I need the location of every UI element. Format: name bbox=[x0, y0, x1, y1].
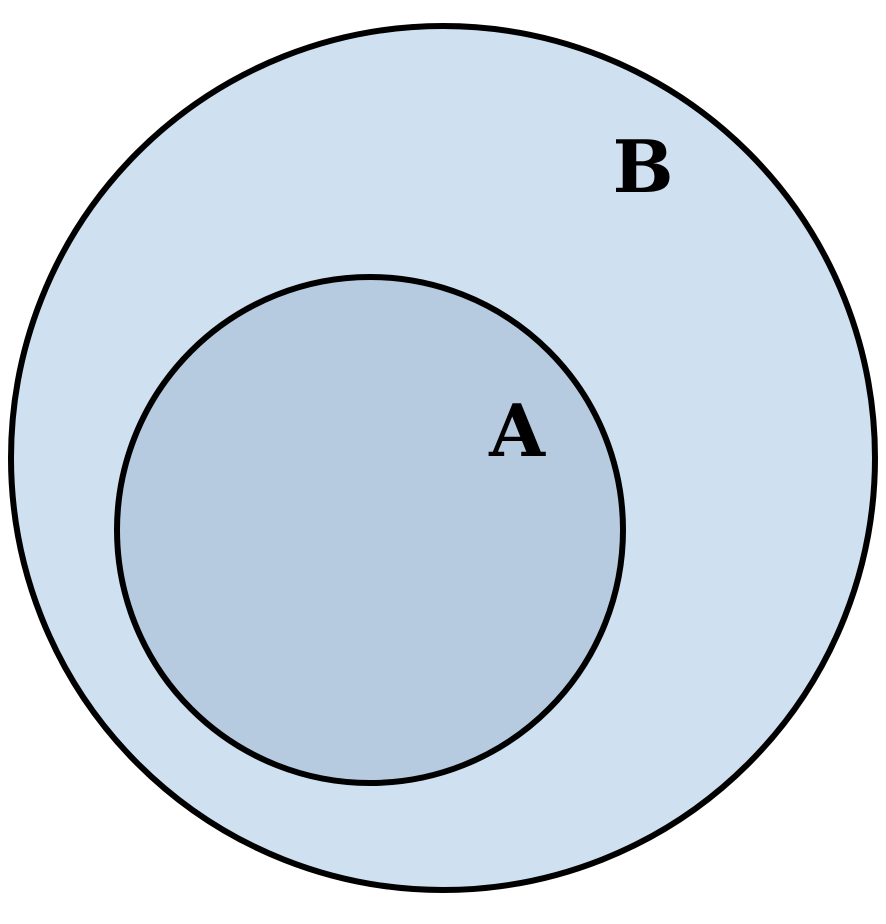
set-b-label: B bbox=[613, 124, 674, 209]
set-a-circle bbox=[114, 274, 626, 786]
set-a-label: A bbox=[488, 388, 546, 473]
